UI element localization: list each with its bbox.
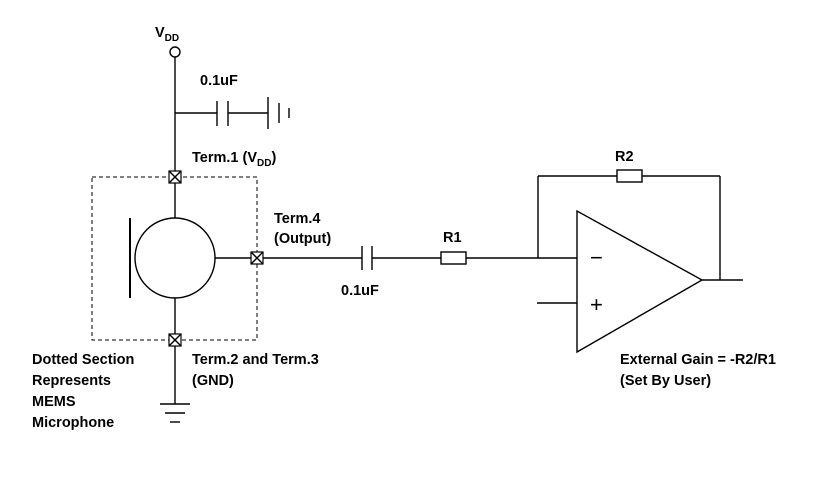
cap-out-label: 0.1uF — [341, 283, 379, 299]
cap-top-label: 0.1uF — [200, 73, 238, 89]
microphone-icon — [129, 183, 251, 334]
term1-label: Term.1 (VDD) — [192, 150, 276, 169]
feedback-loop — [537, 169, 721, 280]
dotted-note-line2: Represents — [32, 373, 111, 389]
term23-label-line1: Term.2 and Term.3 — [192, 352, 319, 368]
plus-sign: + — [590, 292, 603, 317]
term4-node — [250, 251, 264, 265]
top-ground-icon — [267, 97, 290, 129]
bottom-ground-icon — [160, 403, 190, 423]
dotted-note-line4: Microphone — [32, 415, 114, 431]
r2-label: R2 — [615, 149, 634, 165]
r1-label: R1 — [443, 230, 462, 246]
term1-node — [168, 170, 182, 184]
vdd-label: VDD — [155, 25, 179, 44]
dotted-note-line3: MEMS — [32, 394, 76, 410]
top-capacitor — [175, 101, 268, 126]
term4-label-line2: (Output) — [274, 231, 331, 247]
gain-label-line1: External Gain = -R2/R1 — [620, 352, 776, 368]
term4-label-line1: Term.4 — [274, 211, 320, 227]
vdd-terminal — [169, 46, 181, 58]
gain-label-line2: (Set By User) — [620, 373, 711, 389]
r2-resistor — [616, 169, 643, 183]
opamp-triangle — [576, 209, 704, 354]
term23-label-line2: (GND) — [192, 373, 234, 389]
output-capacitor — [361, 246, 373, 270]
term23-node — [168, 333, 182, 347]
minus-sign: − — [590, 245, 603, 270]
dotted-note-line1: Dotted Section — [32, 352, 134, 368]
r1-resistor — [440, 251, 467, 265]
